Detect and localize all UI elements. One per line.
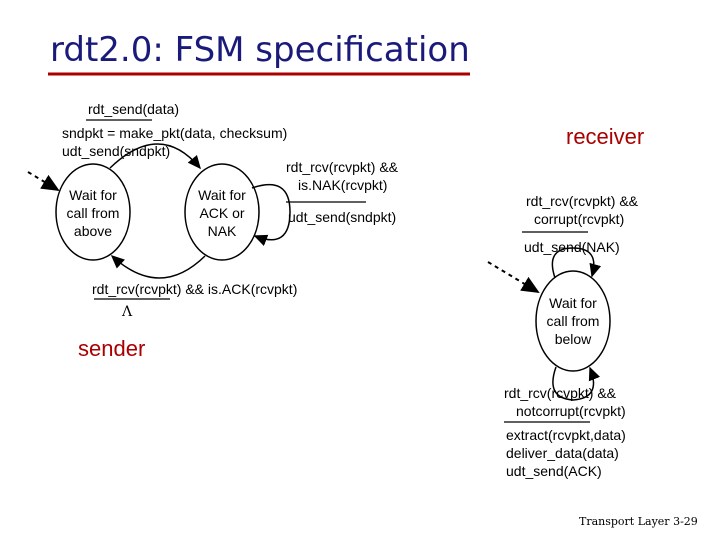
- sender-t3-event: rdt_rcv(rcvpkt) && is.ACK(rcvpkt): [92, 281, 298, 297]
- state-wait-above: Wait for call from above: [56, 186, 130, 240]
- sender-t2-event-1: rdt_rcv(rcvpkt) &&: [286, 159, 399, 175]
- state-wait-ack-line-3: NAK: [207, 223, 237, 239]
- slide-footer: Transport Layer 3-29: [579, 515, 698, 528]
- receiver-t2-action-2: deliver_data(data): [506, 445, 619, 461]
- sender-t1-action-1: sndpkt = make_pkt(data, checksum): [62, 125, 288, 141]
- state-wait-ack-line-2: ACK or: [199, 205, 245, 221]
- state-wait-below-line-3: below: [554, 331, 592, 347]
- state-wait-below-line-2: call from: [546, 313, 600, 329]
- receiver-t1-event-2: corrupt(rcvpkt): [534, 211, 625, 227]
- sender-transition-ack: [110, 254, 206, 279]
- receiver-t2-action-1: extract(rcvpkt,data): [506, 427, 626, 443]
- receiver-label: receiver: [566, 124, 645, 149]
- state-wait-below-line-1: Wait for: [549, 295, 597, 311]
- sender-label: sender: [78, 336, 146, 361]
- state-wait-above-line-3: above: [73, 223, 113, 239]
- state-wait-below-oval: [535, 270, 611, 372]
- sender-t1-event: rdt_send(data): [88, 101, 180, 117]
- sender-self-loop-nak: [251, 183, 291, 247]
- sender-initial-arrow: [27, 171, 60, 192]
- receiver-initial-arrow: [487, 261, 540, 294]
- receiver-t2-event-1: rdt_rcv(rcvpkt) &&: [504, 385, 617, 401]
- receiver-self-loop-notcorrupt: [552, 366, 601, 401]
- sender-transition-send: [109, 143, 201, 170]
- sender-t2-action: udt_send(sndpkt): [288, 209, 397, 225]
- page-title: rdt2.0: FSM specification: [50, 30, 470, 70]
- receiver-self-loop-corrupt: [551, 247, 602, 279]
- sender-t3-action: Λ: [122, 304, 133, 320]
- receiver-t1-action: udt_send(NAK): [524, 239, 620, 255]
- receiver-t2-event-2: notcorrupt(rcvpkt): [516, 403, 626, 419]
- state-wait-above-oval: [55, 163, 131, 261]
- sender-t2-event-2: is.NAK(rcvpkt): [298, 177, 388, 193]
- state-wait-ack-line-1: Wait for: [198, 187, 246, 203]
- sender-t1-action-2: udt_send(sndpkt): [62, 143, 171, 159]
- receiver-t1-event-1: rdt_rcv(rcvpkt) &&: [526, 193, 639, 209]
- receiver-t2-action-3: udt_send(ACK): [506, 463, 602, 479]
- state-wait-above-line-2: call from: [66, 205, 120, 221]
- state-wait-above-line-1: Wait for: [69, 187, 117, 203]
- state-wait-ack-oval: [184, 163, 260, 261]
- state-wait-below: Wait for call from below: [536, 294, 610, 348]
- state-wait-ack: Wait for ACK or NAK: [185, 186, 259, 240]
